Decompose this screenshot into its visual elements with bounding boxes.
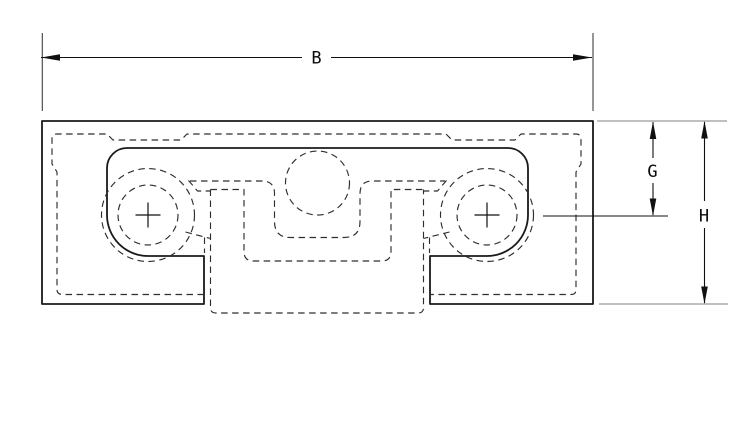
inner-hidden-profile: [51, 133, 582, 296]
arrowheads-group: [41, 54, 708, 304]
solid-outline-group: [41, 120, 594, 305]
g-top-arrowhead: [649, 121, 657, 139]
center-hole-circle: [284, 150, 351, 216]
right-upper-ball-contact-line: [423, 180, 447, 192]
rail-body-profile: [209, 189, 425, 314]
h-top-arrowhead: [701, 121, 708, 139]
right-center-cross: [474, 202, 500, 228]
right-bore-outer-circle: [439, 167, 535, 263]
left-lower-ball-contact-line: [185, 231, 211, 240]
g-bottom-arrowhead: [649, 198, 657, 216]
right-bore-inner-circle: [456, 184, 518, 246]
block-body-outline: [41, 120, 594, 305]
left-upper-ball-contact-line: [188, 180, 211, 192]
b-left-arrowhead: [41, 54, 60, 61]
center-marks-group: [135, 202, 500, 228]
right-lower-ball-contact-line: [423, 231, 450, 240]
left-bore-inner-circle: [117, 184, 179, 246]
h-bottom-arrowhead: [701, 286, 708, 304]
left-center-cross: [135, 202, 161, 228]
total-height-dimension-label: H: [699, 207, 709, 227]
b-right-arrowhead: [573, 54, 592, 61]
left-bore-outer-circle: [100, 167, 196, 263]
width-dimension-label: B: [311, 49, 321, 69]
hidden-lines-group: [51, 133, 582, 314]
extension-lines-group: [597, 120, 728, 305]
center-height-dimension-label: G: [647, 162, 657, 182]
